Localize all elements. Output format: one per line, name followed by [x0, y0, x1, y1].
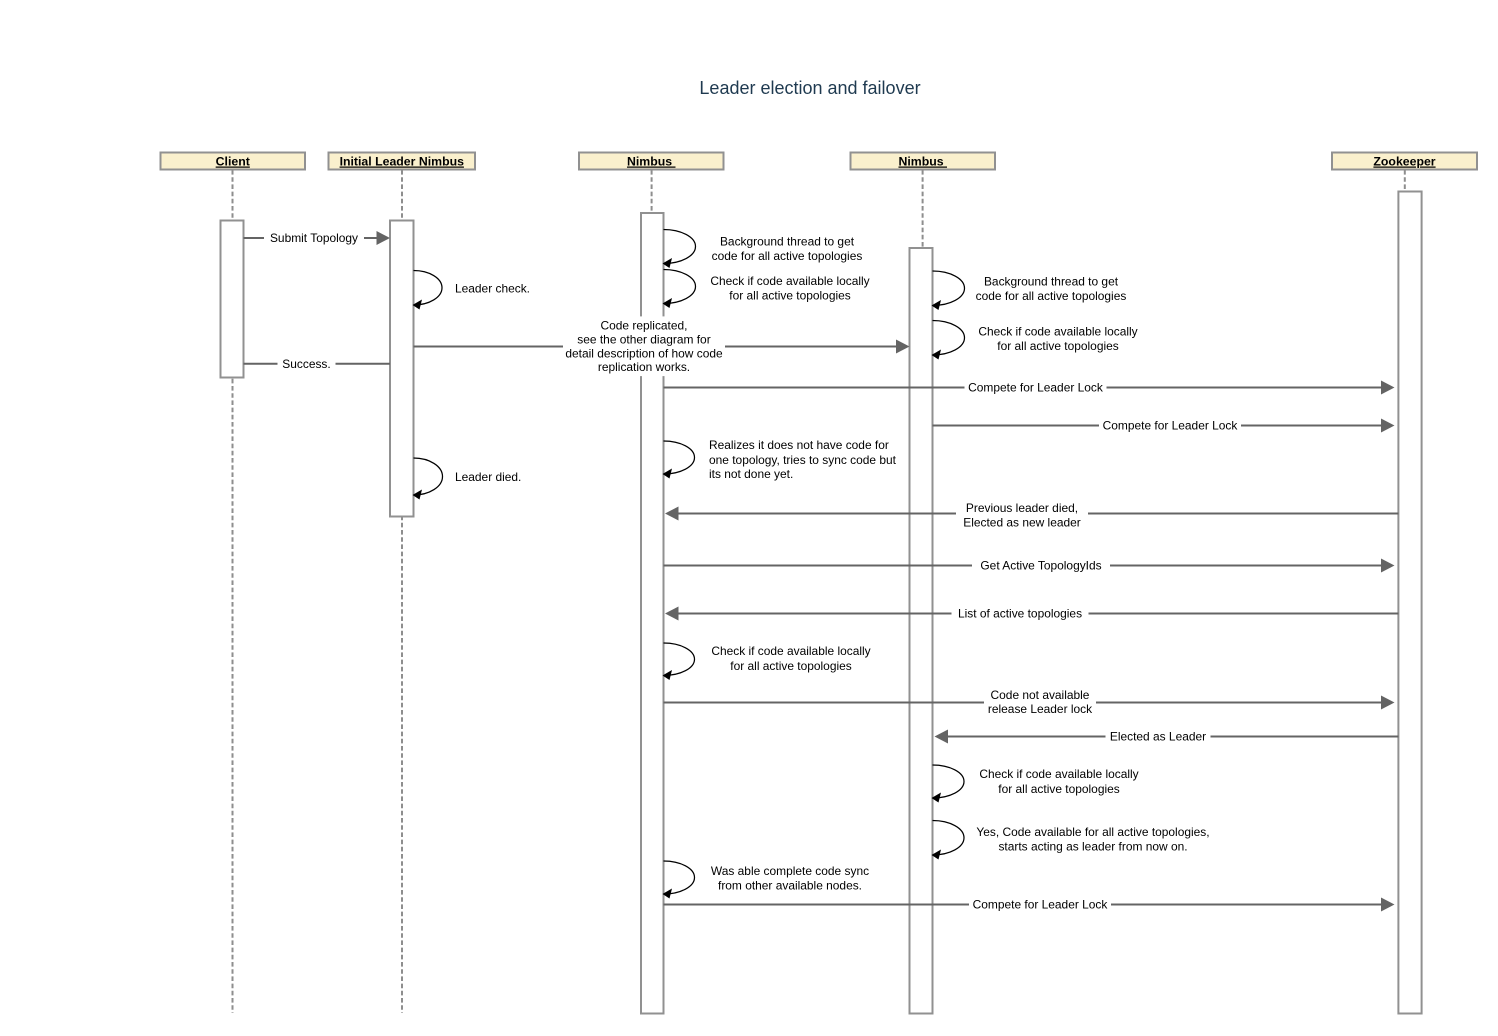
svg-text:replication works.: replication works.: [598, 360, 690, 374]
svg-text:Compete for Leader Lock: Compete for Leader Lock: [968, 381, 1103, 395]
svg-text:Realizes it does not have code: Realizes it does not have code for: [709, 438, 889, 452]
svg-text:Leader died.: Leader died.: [455, 470, 521, 484]
svg-text:release Leader lock: release Leader lock: [988, 702, 1092, 716]
svg-text:Code replicated,: Code replicated,: [601, 319, 688, 333]
svg-text:starts acting as leader from n: starts acting as leader from now on.: [998, 840, 1187, 854]
svg-text:its not done yet.: its not done yet.: [709, 467, 793, 481]
svg-text:from other available nodes.: from other available nodes.: [718, 879, 862, 893]
svg-text:Code not available: Code not available: [991, 688, 1090, 702]
svg-text:Elected as Leader: Elected as Leader: [1110, 730, 1206, 744]
svg-text:Get Active TopologyIds: Get Active TopologyIds: [980, 559, 1101, 573]
svg-text:Background thread to get: Background thread to get: [984, 275, 1119, 289]
svg-text:for all active topologies: for all active topologies: [998, 782, 1119, 796]
svg-text:Check if code available locall: Check if code available locally: [711, 644, 870, 658]
svg-text:detail description of how code: detail description of how code: [565, 346, 723, 360]
svg-text:Check if code available locall: Check if code available locally: [978, 325, 1137, 339]
svg-text:one topology, tries to sync co: one topology, tries to sync code but: [709, 453, 897, 467]
svg-text:Previous leader died,: Previous leader died,: [966, 501, 1078, 515]
svg-text:Client: Client: [216, 155, 250, 169]
svg-text:Background thread to get: Background thread to get: [720, 235, 855, 249]
svg-text:code for all active topologies: code for all active topologies: [976, 289, 1127, 303]
svg-text:Compete for Leader Lock: Compete for Leader Lock: [1103, 419, 1238, 433]
svg-text:Was able complete code sync: Was able complete code sync: [711, 864, 869, 878]
svg-text:Leader check.: Leader check.: [455, 282, 530, 296]
svg-text:Nimbus: Nimbus: [627, 155, 676, 169]
svg-text:Initial Leader Nimbus: Initial Leader Nimbus: [340, 155, 465, 169]
svg-text:for all active topologies: for all active topologies: [730, 659, 851, 673]
svg-text:see the other diagram for: see the other diagram for: [577, 332, 710, 346]
svg-text:Zookeeper: Zookeeper: [1373, 155, 1435, 169]
svg-text:Success.: Success.: [282, 357, 330, 371]
svg-text:Compete for Leader Lock: Compete for Leader Lock: [973, 898, 1108, 912]
svg-text:List of active topologies: List of active topologies: [958, 607, 1082, 621]
svg-text:Leader election and failover: Leader election and failover: [699, 78, 920, 98]
svg-text:code for all active topologies: code for all active topologies: [712, 249, 863, 263]
svg-text:Check if code available locall: Check if code available locally: [979, 767, 1138, 781]
svg-text:for all active topologies: for all active topologies: [997, 339, 1118, 353]
svg-text:Nimbus: Nimbus: [898, 155, 947, 169]
svg-text:Submit Topology: Submit Topology: [270, 231, 358, 245]
svg-text:Check if code available locall: Check if code available locally: [710, 274, 869, 288]
svg-text:Yes, Code available for all ac: Yes, Code available for all active topol…: [976, 825, 1209, 839]
svg-text:Elected as new leader: Elected as new leader: [963, 516, 1080, 530]
svg-text:for all active topologies: for all active topologies: [729, 289, 850, 303]
